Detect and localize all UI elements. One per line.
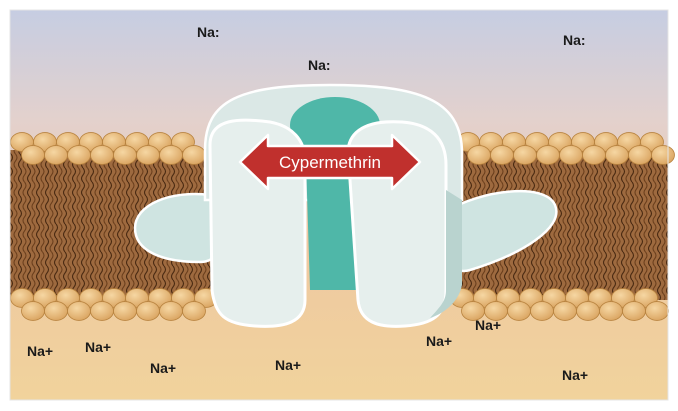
lipid-head: [68, 146, 91, 165]
lipid-head: [514, 146, 537, 165]
lipid-head: [91, 302, 114, 321]
lipid-head: [531, 302, 554, 321]
sodium-ion: Na:: [308, 57, 331, 73]
lipid-head: [68, 302, 91, 321]
sodium-ion: Na+: [150, 360, 176, 376]
sodium-ion: Na+: [475, 317, 501, 333]
lipid-head: [606, 146, 629, 165]
sodium-ion: Na+: [562, 367, 588, 383]
lipid-head: [22, 146, 45, 165]
lipid-head: [491, 146, 514, 165]
lipid-head: [646, 302, 669, 321]
lipid-head: [560, 146, 583, 165]
lipid-head: [537, 146, 560, 165]
lipid-head: [91, 146, 114, 165]
sodium-ion: Na+: [85, 339, 111, 355]
sodium-ion: Na:: [197, 24, 220, 40]
lipid-head: [45, 146, 68, 165]
sodium-ion: Na+: [27, 343, 53, 359]
cypermethrin-label: Cypermethrin: [279, 153, 381, 172]
lipid-head: [183, 146, 206, 165]
lipid-head: [45, 302, 68, 321]
lipid-head: [577, 302, 600, 321]
sodium-ion: Na+: [426, 333, 452, 349]
sodium-ion: Na+: [275, 357, 301, 373]
lipid-head: [160, 146, 183, 165]
lipid-head: [508, 302, 531, 321]
lipid-head: [114, 302, 137, 321]
lipid-head: [22, 302, 45, 321]
lipid-head: [137, 146, 160, 165]
lipid-head: [600, 302, 623, 321]
sodium-ion: Na:: [563, 32, 586, 48]
lipid-head: [183, 302, 206, 321]
lipid-head: [468, 146, 491, 165]
lipid-head: [623, 302, 646, 321]
lipid-head: [137, 302, 160, 321]
lipid-head: [114, 146, 137, 165]
lipid-head: [554, 302, 577, 321]
lipid-head: [629, 146, 652, 165]
lipid-head: [652, 146, 675, 165]
lipid-head: [583, 146, 606, 165]
lipid-head: [160, 302, 183, 321]
